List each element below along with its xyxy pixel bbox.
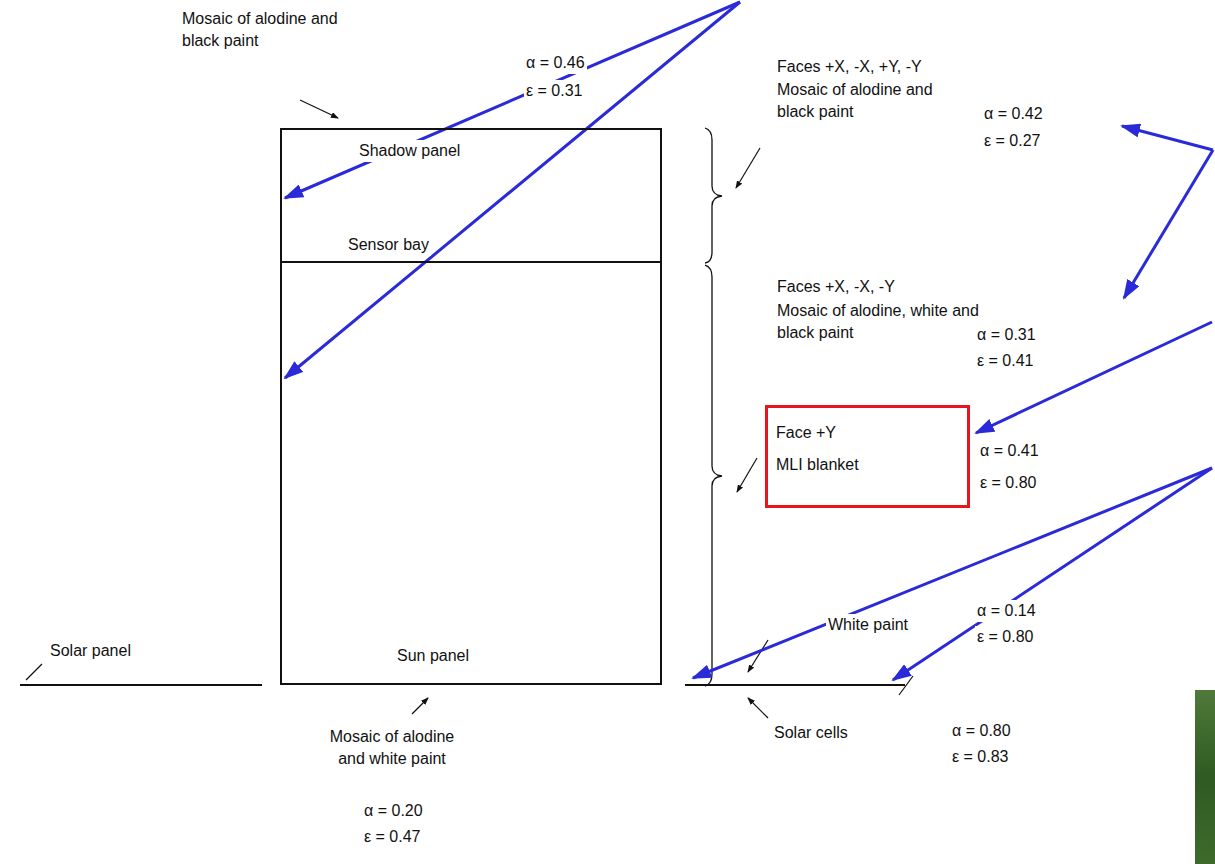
face-heading: Faces +X, -X, +Y, -Y <box>775 56 924 78</box>
material-name: MLI blanket <box>774 454 861 476</box>
emissivity-value: ε = 0.31 <box>524 80 585 102</box>
leader-line <box>26 664 42 680</box>
blue-arrow <box>1124 150 1213 298</box>
absorptivity-value: α = 0.14 <box>975 600 1038 622</box>
panel-end-tick <box>899 676 913 695</box>
absorptivity-value: α = 0.80 <box>950 720 1013 742</box>
solar-panel-line <box>685 684 905 686</box>
face-heading: Faces +X, -X, -Y <box>775 276 897 298</box>
absorptivity-value: α = 0.46 <box>524 52 587 74</box>
leader-line <box>412 698 428 714</box>
emissivity-value: ε = 0.41 <box>975 350 1036 372</box>
panel-name: Shadow panel <box>357 140 462 162</box>
material-note: Mosaic of alodine, white and black paint <box>775 300 989 345</box>
solar-panel-line <box>20 684 262 686</box>
bay-name: Sensor bay <box>346 234 431 256</box>
absorptivity-value: α = 0.31 <box>975 324 1038 346</box>
absorptivity-value: α = 0.42 <box>982 103 1045 125</box>
blue-arrow <box>693 468 1212 678</box>
panel-name: Sun panel <box>395 645 471 667</box>
blue-arrow <box>285 2 740 378</box>
leader-line <box>737 458 757 492</box>
absorptivity-value: α = 0.41 <box>978 440 1041 462</box>
material-note: Mosaic of alodine and white paint <box>320 726 464 771</box>
part-name: Solar cells <box>772 722 850 744</box>
shadow-panel-box: Shadow panelSensor bay <box>280 128 662 263</box>
emissivity-value: ε = 0.80 <box>975 626 1036 648</box>
material-note: Mosaic of alodine and black paint <box>775 79 949 124</box>
material-note: White paint <box>826 614 910 636</box>
emissivity-value: ε = 0.27 <box>982 130 1043 152</box>
highlight-box: Face +Y MLI blanket <box>765 405 970 508</box>
leader-line <box>736 148 760 188</box>
bracket <box>705 265 722 686</box>
absorptivity-value: α = 0.20 <box>362 800 425 822</box>
sun-panel-box: Sun panel <box>280 263 662 685</box>
face-name: Face +Y <box>774 422 838 444</box>
emissivity-value: ε = 0.80 <box>978 472 1039 494</box>
blue-arrow <box>893 468 1212 680</box>
leader-line <box>748 698 768 718</box>
bracket <box>705 128 722 263</box>
material-note: Mosaic of alodine and black paint <box>180 8 354 53</box>
photo-fragment <box>1195 690 1215 864</box>
blue-arrow <box>1122 126 1213 150</box>
emissivity-value: ε = 0.83 <box>950 746 1011 768</box>
leader-line <box>300 100 338 118</box>
part-name: Solar panel <box>48 640 133 662</box>
emissivity-value: ε = 0.47 <box>362 826 423 848</box>
blue-arrow <box>976 322 1212 433</box>
